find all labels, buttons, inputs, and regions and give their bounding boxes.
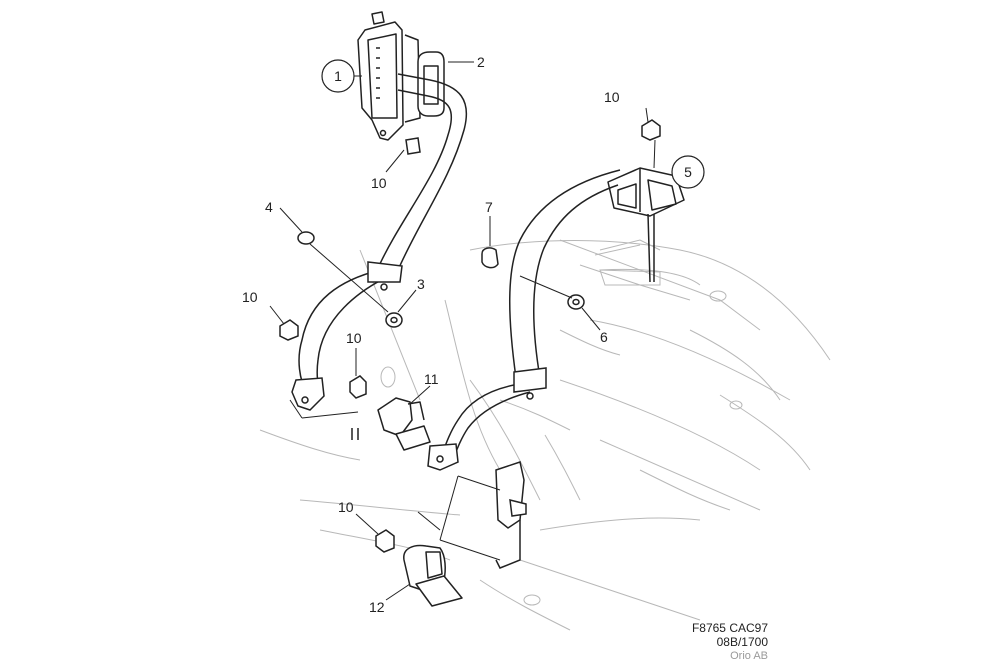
callout-7-label: 7 xyxy=(485,199,493,215)
callout-5-label: 5 xyxy=(684,164,692,180)
callout-10b-label: 10 xyxy=(242,289,258,305)
belt-guide-part-2 xyxy=(417,51,445,117)
lower-anchor-left xyxy=(291,377,325,411)
callout-10a-label: 10 xyxy=(371,175,387,191)
callout-10c-label: 10 xyxy=(346,330,362,346)
callout-10e-label: 10 xyxy=(338,499,354,515)
vehicle-floor-outline xyxy=(259,239,831,631)
callout-12-label: 12 xyxy=(369,599,385,615)
buckle-part-11 xyxy=(377,397,431,451)
callout-10d-label: 10 xyxy=(604,89,620,105)
callout-2-label: 2 xyxy=(477,54,485,70)
right-belt-webbing xyxy=(439,169,621,463)
callout-circle-1: 1 xyxy=(321,59,355,93)
drawing-code: F8765 CAC97 xyxy=(691,621,768,635)
callout-3-label: 3 xyxy=(417,276,425,292)
leader-lines xyxy=(269,61,681,601)
callout-1-label: 1 xyxy=(334,68,342,84)
retractor-part-5 xyxy=(607,167,685,283)
drawing-revision: 08B/1700 xyxy=(716,635,768,649)
callout-11-label: 11 xyxy=(424,371,439,387)
callout-circle-5: 5 xyxy=(671,155,705,189)
buckle-bracket xyxy=(495,461,527,569)
callout-6-label: 6 xyxy=(600,329,608,345)
buckle-part-12 xyxy=(403,544,463,607)
callout-labels: 2 10 4 3 10 10 11 10 7 6 10 12 xyxy=(242,54,620,615)
fasteners xyxy=(279,119,661,553)
copyright-owner: Orio AB xyxy=(730,650,768,662)
callout-4-label: 4 xyxy=(265,199,273,215)
left-belt-webbing xyxy=(298,73,468,396)
retractor-part-1 xyxy=(357,11,421,141)
lower-anchor-right xyxy=(427,443,459,471)
